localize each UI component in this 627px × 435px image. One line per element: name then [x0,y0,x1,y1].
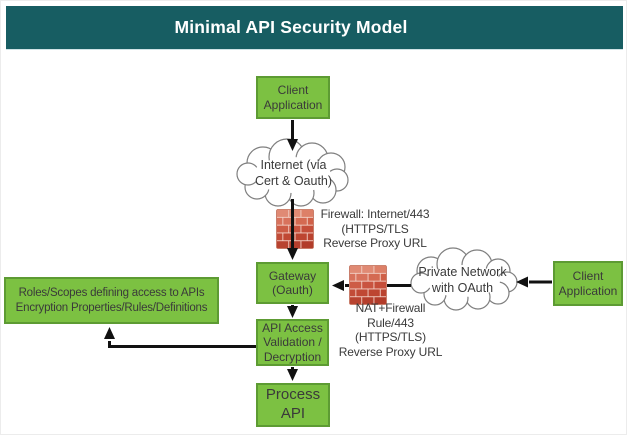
node-label: API [280,405,306,422]
firewall-nat-annotation: NAT+Firewall Rule/443 (HTTPS/TLS) Revers… [330,301,451,360]
node-label: Application [263,97,323,112]
node-api-access-validation: API Access Validation / Decryption [256,319,329,366]
node-client-application-top: Client Application [256,76,330,119]
node-label: API Access [262,321,323,336]
annotation-line: NAT+Firewall [355,301,426,315]
internet-cloud-label: Internet (via Cert & Oauth) [239,158,348,189]
private-network-cloud-shape [410,247,518,311]
node-label: (Oauth) [272,283,313,297]
node-label: Gateway [268,268,317,283]
node-gateway-oauth: Gateway (Oauth) [256,262,329,304]
node-label: Decryption [263,349,322,364]
node-process-api: Process API [256,383,330,427]
annotation-line: (HTTPS/TLS [341,221,409,236]
node-client-application-right: Client Application [553,261,623,306]
node-roles-scopes: Roles/Scopes defining access to APIs Enc… [4,277,219,324]
cloud-label-line: Internet (via [260,158,327,172]
node-label: Validation / [263,335,322,350]
firewall-nat-icon [348,264,388,306]
cloud-label-line: Private Network [418,265,507,279]
cloud-label-line: Cert & Oauth) [254,173,333,188]
internet-cloud-shape [236,138,349,207]
annotation-line: Firewall: Internet/443 [320,207,430,221]
title-bar: Minimal API Security Model [6,6,623,49]
firewall-internet-annotation: Firewall: Internet/443 (HTTPS/TLS Revers… [317,207,433,251]
annotation-line: Rule/443 (HTTPS/TLS) [354,315,427,345]
node-label: Roles/Scopes defining access to APIs [18,286,205,299]
page-title: Minimal API Security Model [174,17,408,37]
annotation-line: Reverse Proxy URL [323,236,427,251]
cloud-label-line: with OAuth [431,280,494,295]
node-label: Application [558,283,618,298]
node-label: Client [572,269,604,284]
firewall-internet-icon [275,208,315,250]
node-label: Process [265,386,321,404]
annotation-line: Reverse Proxy URL [338,344,443,359]
node-label: Client [277,83,309,98]
node-label: Encryption Properties/Rules/Definitions [15,301,208,314]
private-network-cloud-label: Private Network with OAuth [407,265,518,296]
